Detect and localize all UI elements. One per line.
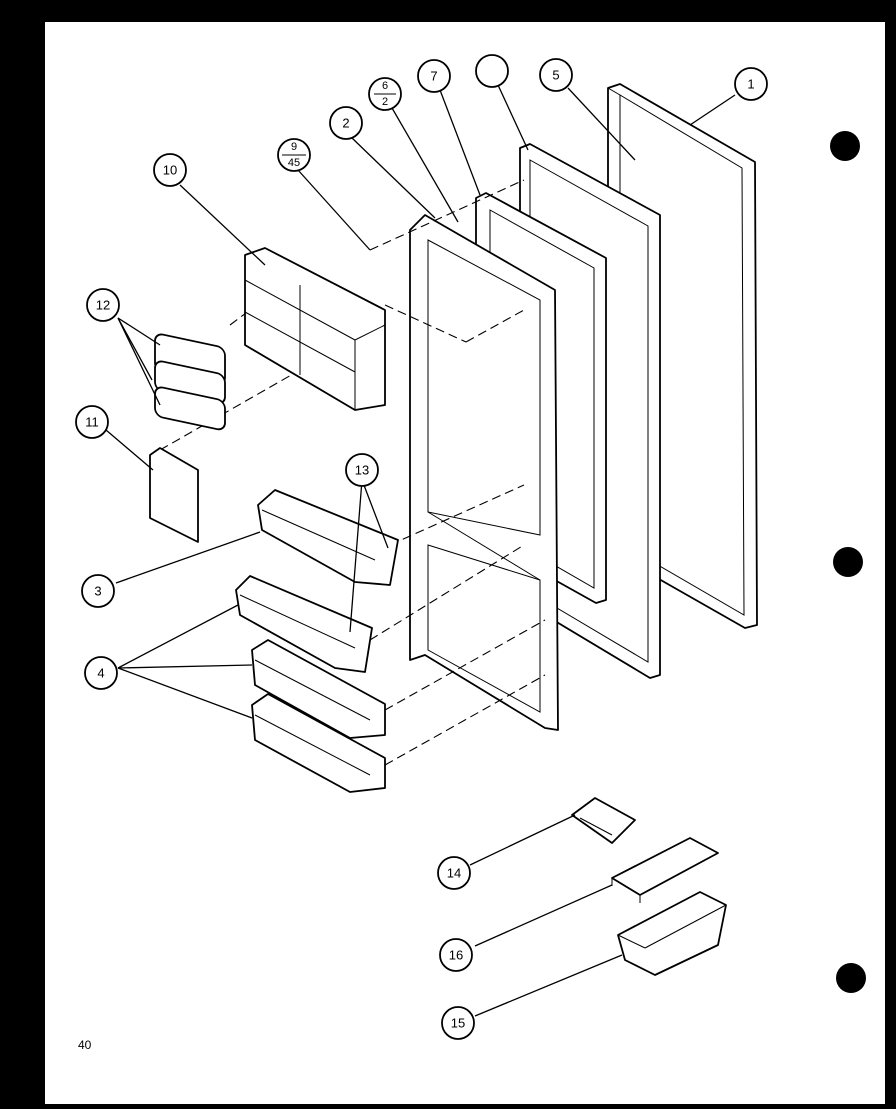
callout-6-over-2: 6 2 — [368, 77, 402, 111]
svg-text:3: 3 — [94, 584, 101, 599]
svg-text:14: 14 — [447, 866, 461, 881]
svg-text:5: 5 — [552, 68, 559, 83]
part-4-bin-b — [251, 639, 386, 739]
part-15-ice-bin — [617, 891, 727, 976]
svg-text:12: 12 — [96, 298, 110, 313]
page-number: 40 — [78, 1038, 92, 1052]
callout-13: 13 — [345, 453, 379, 487]
callout-7: 7 — [417, 59, 451, 93]
svg-text:2: 2 — [342, 116, 349, 131]
callout-2: 2 — [329, 106, 363, 140]
svg-text:6: 6 — [382, 80, 388, 92]
part-4-bin-a — [235, 575, 373, 673]
part-4-bin-c — [251, 693, 386, 793]
svg-text:11: 11 — [85, 415, 99, 430]
binder-hole-middle — [833, 547, 863, 577]
binder-hole-bottom — [836, 963, 866, 993]
callout-4: 4 — [84, 656, 118, 690]
svg-text:1: 1 — [747, 77, 754, 92]
callout-11: 11 — [75, 405, 109, 439]
callout-8 — [475, 54, 509, 88]
svg-text:10: 10 — [163, 163, 177, 178]
svg-text:16: 16 — [449, 948, 463, 963]
svg-text:15: 15 — [451, 1016, 465, 1031]
part-12-containers — [154, 333, 226, 431]
svg-text:9: 9 — [291, 141, 297, 153]
binder-hole-top — [830, 131, 860, 161]
callout-14: 14 — [437, 856, 471, 890]
callout-10: 10 — [153, 153, 187, 187]
svg-text:2: 2 — [382, 96, 388, 108]
svg-text:7: 7 — [430, 69, 437, 84]
svg-text:13: 13 — [355, 463, 369, 478]
callout-5: 5 — [539, 58, 573, 92]
svg-text:45: 45 — [288, 157, 300, 169]
callout-3: 3 — [81, 574, 115, 608]
callout-9-over-45: 9 45 — [277, 138, 311, 172]
part-3-top-bin — [257, 489, 399, 586]
part-10-shelf-rack — [244, 247, 386, 411]
svg-text:4: 4 — [97, 666, 104, 681]
callout-16: 16 — [439, 938, 473, 972]
part-14-tray — [571, 797, 636, 844]
callout-1: 1 — [734, 67, 768, 101]
part-11-panel — [149, 447, 199, 543]
part-16-lid — [611, 837, 719, 903]
callout-12: 12 — [86, 288, 120, 322]
part-2-door-liner — [409, 214, 559, 731]
callout-15: 15 — [441, 1006, 475, 1040]
